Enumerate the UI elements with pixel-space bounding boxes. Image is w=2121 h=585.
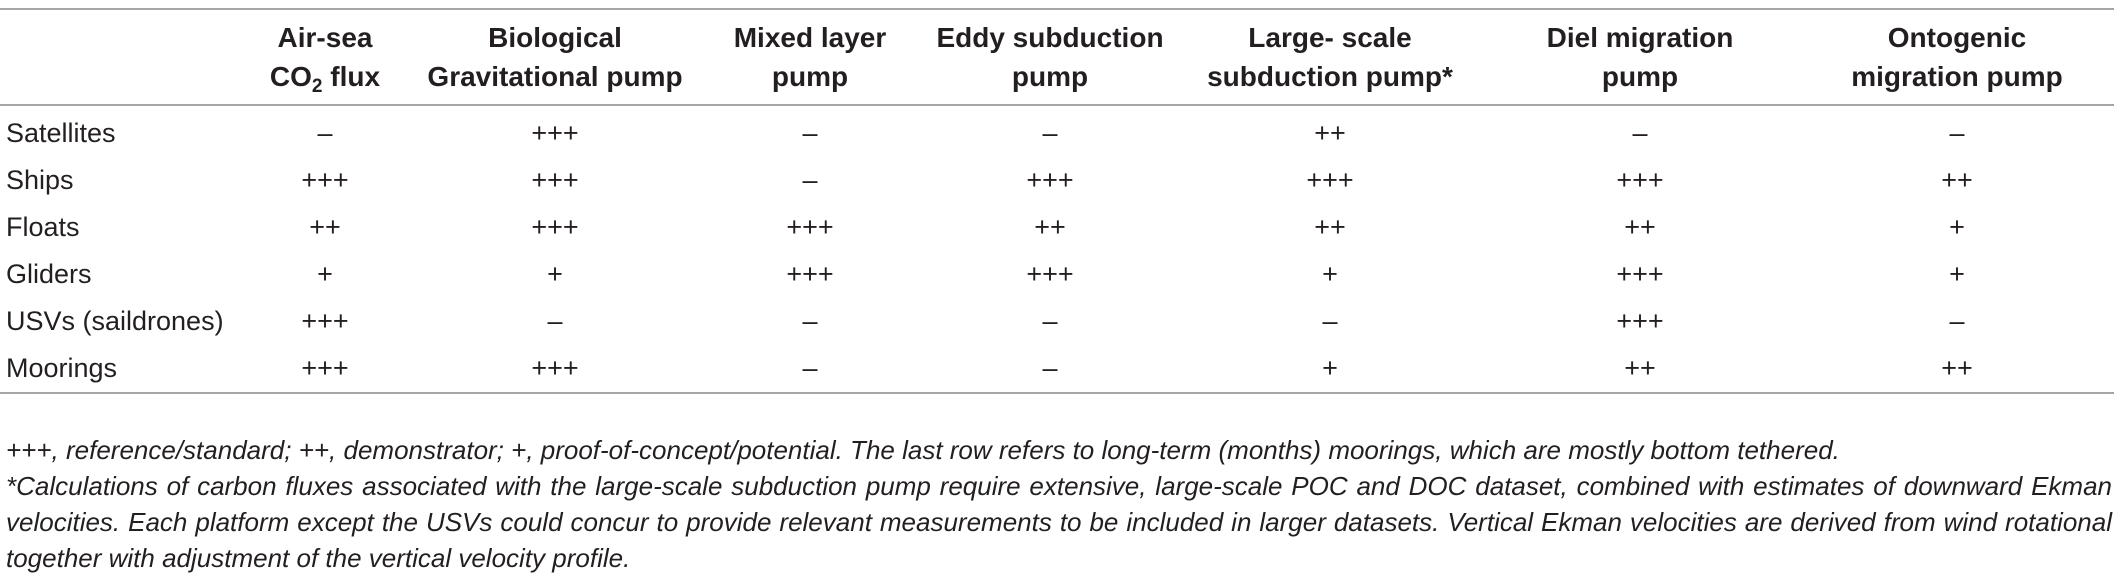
table-cell: – xyxy=(802,306,818,336)
table-cell: ++ xyxy=(1941,165,1973,195)
table-row: Gliders + + +++ +++ + +++ + xyxy=(0,251,2114,298)
table-cell: + xyxy=(1322,259,1338,289)
table-cell: ++ xyxy=(1314,118,1346,148)
table-cell: +++ xyxy=(531,165,579,195)
header-corner xyxy=(0,9,240,105)
table-cell: ++ xyxy=(1941,353,1973,383)
table-row: Floats ++ +++ +++ ++ ++ ++ + xyxy=(0,204,2114,251)
table-cell: ++ xyxy=(1624,353,1656,383)
table-row: Moorings +++ +++ – – + ++ ++ xyxy=(0,345,2114,393)
table-cell: ++ xyxy=(1034,212,1066,242)
table-cell: – xyxy=(1949,118,1965,148)
table-cell: +++ xyxy=(786,212,834,242)
table-cell: – xyxy=(1042,306,1058,336)
table-cell: +++ xyxy=(1026,259,1074,289)
table-cell: – xyxy=(802,353,818,383)
table-cell: – xyxy=(1632,118,1648,148)
table-cell: – xyxy=(802,118,818,148)
table-cell: +++ xyxy=(301,165,349,195)
table-cell: +++ xyxy=(531,212,579,242)
table-cell: ++ xyxy=(309,212,341,242)
row-label: Moorings xyxy=(6,353,118,383)
table-cell: +++ xyxy=(1306,165,1354,195)
table-cell: + xyxy=(317,259,333,289)
table-cell: + xyxy=(1949,259,1965,289)
table-cell: +++ xyxy=(301,353,349,383)
table-cell: – xyxy=(547,306,563,336)
table-cell: +++ xyxy=(1616,306,1664,336)
table-cell: – xyxy=(802,165,818,195)
row-label: Gliders xyxy=(6,259,92,289)
table-row: USVs (saildrones) +++ – – – – +++ – xyxy=(0,298,2114,345)
row-label: Ships xyxy=(6,165,74,195)
row-label: USVs (saildrones) xyxy=(6,306,224,336)
table-cell: +++ xyxy=(1026,165,1074,195)
table-cell: ++ xyxy=(1314,212,1346,242)
table-cell: +++ xyxy=(531,353,579,383)
table-cell: ++ xyxy=(1624,212,1656,242)
table-cell: + xyxy=(1949,212,1965,242)
table-cell: – xyxy=(1042,353,1058,383)
table-row: Ships +++ +++ – +++ +++ +++ ++ xyxy=(0,157,2114,204)
footnote-asterisk: *Calculations of carbon fluxes associate… xyxy=(6,471,2112,573)
table-cell: – xyxy=(1322,306,1338,336)
table-cell: +++ xyxy=(531,118,579,148)
table-cell: – xyxy=(317,118,333,148)
table-cell: +++ xyxy=(1616,165,1664,195)
table-cell: +++ xyxy=(301,306,349,336)
table-footnotes: +++, reference/standard; ++, demonstrato… xyxy=(6,432,2112,576)
table-cell: – xyxy=(1949,306,1965,336)
table-cell: +++ xyxy=(1616,259,1664,289)
row-label: Floats xyxy=(6,212,80,242)
row-label: Satellites xyxy=(6,118,116,148)
table-cell: + xyxy=(1322,353,1338,383)
footnote-legend: +++, reference/standard; ++, demonstrato… xyxy=(6,435,1840,465)
table-cell: +++ xyxy=(786,259,834,289)
table-row: Satellites – +++ – – ++ – – xyxy=(0,105,2114,157)
table-cell: + xyxy=(547,259,563,289)
table-cell: – xyxy=(1042,118,1058,148)
